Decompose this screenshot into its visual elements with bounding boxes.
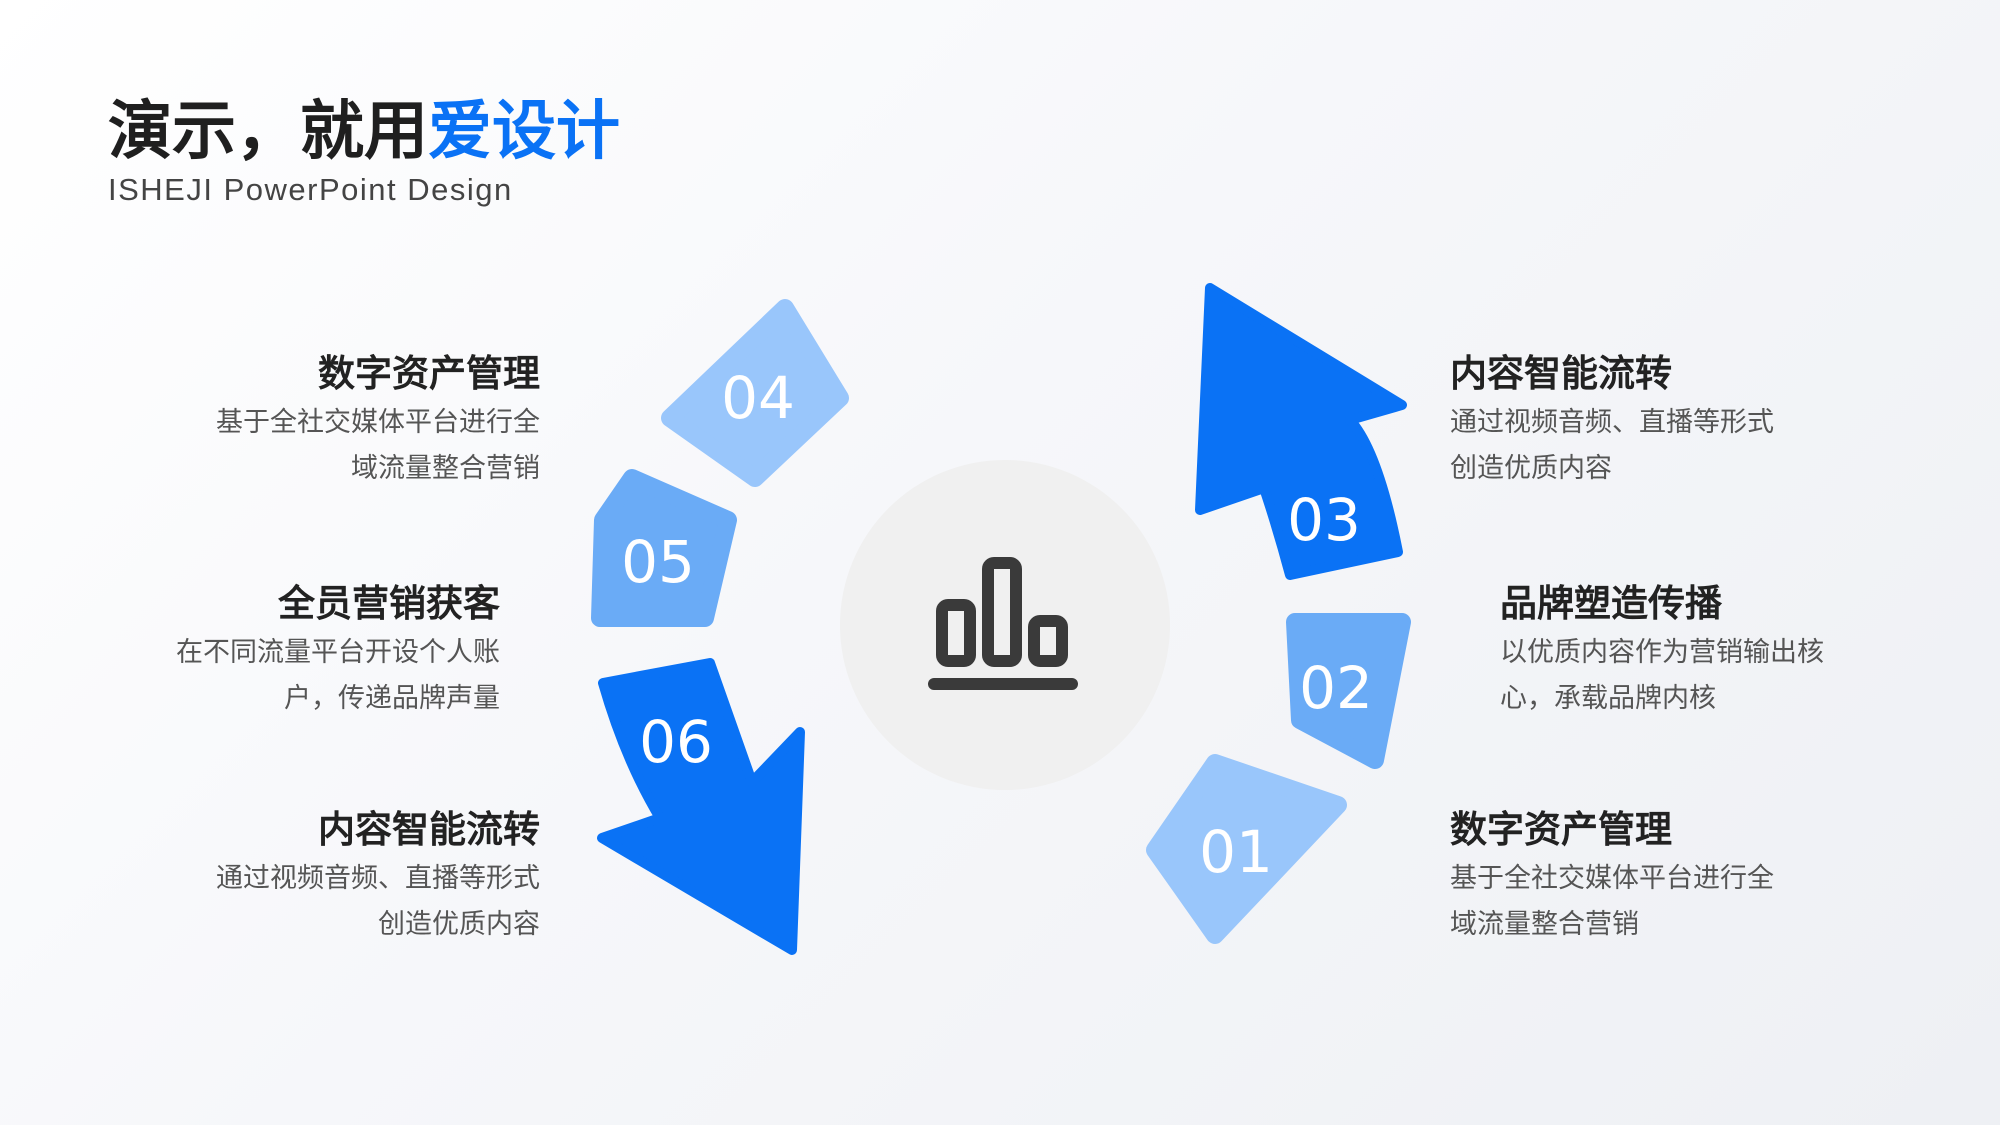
step-04-desc-line2: 域流量整合营销 (351, 453, 540, 484)
step-01-desc-line1: 基于全社交媒体平台进行全 (1450, 863, 1774, 894)
step-06-number: 06 (639, 708, 713, 776)
step-03-desc-line1: 通过视频音频、直播等形式 (1450, 407, 1774, 438)
step-03-number: 03 (1287, 486, 1361, 554)
step-03-shape: 03 (1195, 283, 1407, 580)
step-01-number: 01 (1199, 818, 1273, 886)
step-05-desc-line1: 在不同流量平台开设个人账 (176, 637, 500, 668)
step-01-shape: 01 (1146, 754, 1347, 944)
step-02-shape: 02 (1286, 613, 1411, 769)
step-05-label: 全员营销获客 在不同流量平台开设个人账 户，传递品牌声量 (60, 580, 500, 722)
step-02-desc-line2: 心，承载品牌内核 (1500, 683, 1716, 714)
step-06-desc-line1: 通过视频音频、直播等形式 (216, 863, 540, 894)
step-03-desc-line2: 创造优质内容 (1450, 453, 1612, 484)
step-06-label: 内容智能流转 通过视频音频、直播等形式 创造优质内容 (100, 806, 540, 948)
step-02-number: 02 (1299, 654, 1373, 722)
step-06-title: 内容智能流转 (318, 808, 540, 851)
step-04-shape: 04 (661, 299, 849, 487)
center-circle (840, 460, 1170, 790)
step-05-title: 全员营销获客 (278, 582, 500, 625)
step-02-title: 品牌塑造传播 (1500, 582, 1722, 625)
step-04-label: 数字资产管理 基于全社交媒体平台进行全 域流量整合营销 (100, 350, 540, 492)
step-06-desc-line2: 创造优质内容 (378, 909, 540, 940)
step-05-number: 05 (621, 528, 695, 596)
bar-chart-icon (928, 557, 1078, 690)
step-05-shape: 05 (591, 469, 737, 627)
step-01-label: 数字资产管理 基于全社交媒体平台进行全 域流量整合营销 (1450, 806, 1890, 948)
step-01-title: 数字资产管理 (1450, 808, 1672, 851)
step-04-title: 数字资产管理 (318, 352, 540, 395)
step-04-number: 04 (721, 364, 795, 432)
step-05-desc-line2: 户，传递品牌声量 (284, 683, 500, 714)
page-title: 演示，就用爱设计 (108, 92, 620, 172)
page-subtitle: ISHEJI PowerPoint Design (108, 172, 513, 207)
step-02-label: 品牌塑造传播 以优质内容作为营销输出核 心，承载品牌内核 (1500, 580, 1940, 722)
step-04-desc-line1: 基于全社交媒体平台进行全 (216, 407, 540, 438)
step-03-label: 内容智能流转 通过视频音频、直播等形式 创造优质内容 (1450, 350, 1890, 492)
title-accent: 爱设计 (428, 95, 620, 169)
step-02-desc-line1: 以优质内容作为营销输出核 (1500, 637, 1824, 668)
step-01-desc-line2: 域流量整合营销 (1450, 909, 1639, 940)
step-06-shape: 06 (597, 658, 805, 955)
title-main: 演示，就用 (108, 95, 428, 169)
step-03-title: 内容智能流转 (1450, 352, 1672, 395)
